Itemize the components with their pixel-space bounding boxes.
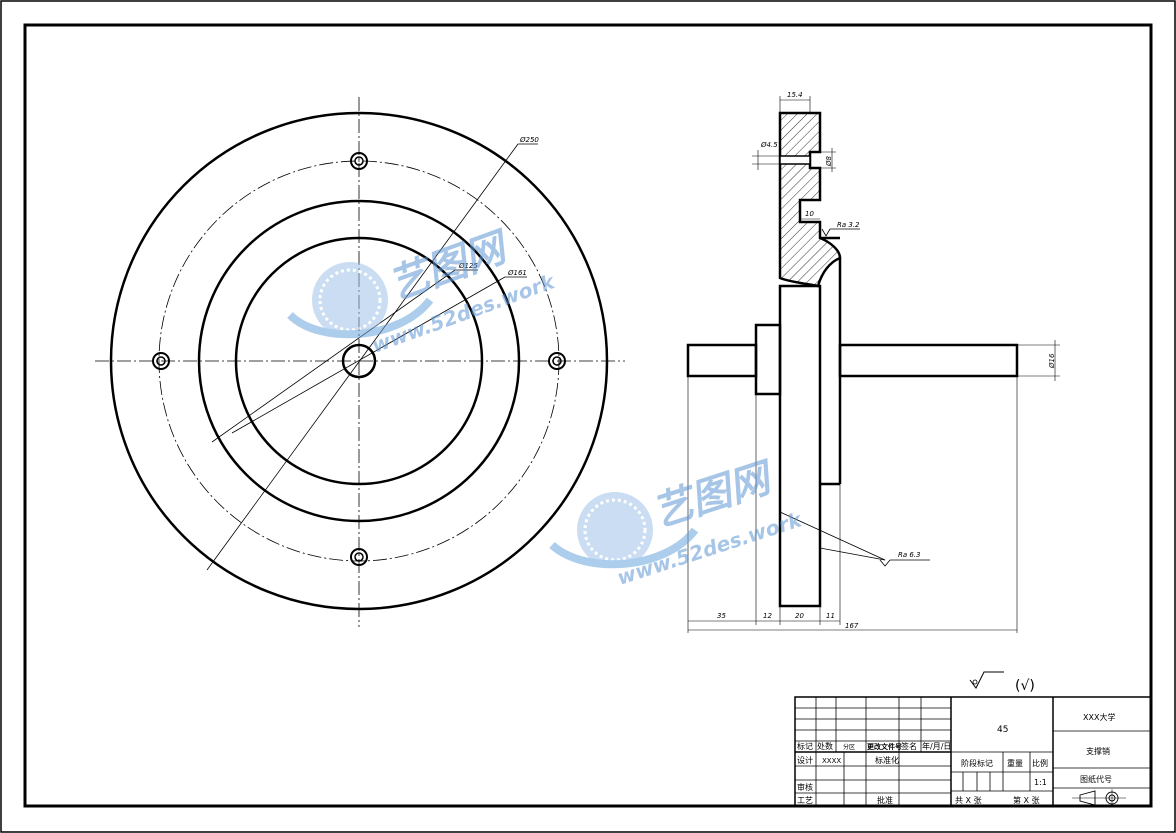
center-hole <box>341 343 377 379</box>
dim-d125: Ø125 <box>458 262 478 270</box>
surface-finish-note: (√) <box>969 671 1035 694</box>
design-value: XXXX <box>822 757 841 765</box>
weight-label: 重量 <box>1007 758 1023 768</box>
watermark-globe-icon <box>549 492 699 569</box>
hdr-change-doc: 更改文件号 <box>867 742 902 751</box>
sheet-number: 第 X 张 <box>1013 795 1040 805</box>
projection-symbol-icon <box>1072 789 1126 807</box>
dim-12: 12 <box>763 612 772 620</box>
process-label: 工艺 <box>797 796 813 805</box>
approve-label: 批准 <box>877 795 893 805</box>
hatched-section <box>778 111 842 288</box>
review-label: 审核 <box>797 782 813 792</box>
dim-11: 11 <box>826 612 835 620</box>
hdr-sign: 签名 <box>901 741 917 751</box>
outer-circle <box>109 111 609 611</box>
hdr-mark: 标记 <box>797 741 813 751</box>
svg-text:Ra 6.3: Ra 6.3 <box>898 551 921 559</box>
svg-text:Ra 3.2: Ra 3.2 <box>837 221 860 229</box>
front-view: Ø250 Ø125 Ø161 <box>95 97 625 627</box>
bolt-hole-top <box>350 152 368 170</box>
dim-d4-5: Ø4.5 <box>760 141 778 149</box>
design-label: 设计 <box>797 755 813 765</box>
hdr-zone: 分区 <box>843 743 855 751</box>
hub-inner-circle <box>234 236 484 486</box>
shaft-left <box>686 343 758 378</box>
sheet-inner-border <box>23 23 1153 808</box>
dim-d161: Ø161 <box>507 269 527 277</box>
watermark-lower: 艺图网 www.52des.work <box>549 454 806 590</box>
dim-d16: Ø16 <box>1048 353 1056 369</box>
bolt-hole-section <box>779 155 811 165</box>
disk-body <box>778 284 822 608</box>
part-name: 支撑销 <box>1086 746 1110 756</box>
dim-20: 20 <box>795 612 804 620</box>
roughness-ra3-2: Ra 3.2 <box>821 221 860 237</box>
standardize-label: 标准化 <box>875 755 899 765</box>
dim-d8: Ø8 <box>825 155 833 167</box>
title-block <box>794 696 1152 807</box>
leader-d250 <box>206 143 519 571</box>
shaft-right <box>838 343 1019 378</box>
bolt-hole-right <box>548 352 566 370</box>
hdr-count: 处数 <box>817 741 833 751</box>
hdr-date: 年/月/日 <box>922 741 951 751</box>
watermark-globe-icon <box>287 262 434 339</box>
dim-d250: Ø250 <box>519 136 539 144</box>
school-name: XXX大学 <box>1083 712 1115 722</box>
dim-35: 35 <box>717 612 726 620</box>
total-sheets: 共 X 张 <box>955 796 982 805</box>
stage-label: 阶段标记 <box>961 758 993 768</box>
scale-value: 1:1 <box>1034 778 1047 787</box>
bolt-hole-left <box>152 352 170 370</box>
leader-d125 <box>211 269 456 443</box>
scale-label: 比例 <box>1032 758 1048 768</box>
surface-note-paren: (√) <box>1015 678 1035 694</box>
leader-d161 <box>231 276 506 434</box>
dim-15-4: 15.4 <box>787 91 803 99</box>
material: 45 <box>997 725 1008 735</box>
dim-10: 10 <box>805 210 814 218</box>
section-view: 15.4 Ø4.5 Ø8 10 Ra 3.2 Ø16 Ra <box>686 91 1060 633</box>
bolt-hole-bottom <box>350 548 368 566</box>
dim-167: 167 <box>845 622 859 630</box>
hub-outer-circle <box>197 199 521 523</box>
roughness-ra6-3: Ra 6.3 <box>779 511 930 567</box>
watermark-upper: 艺图网 www.52des.work <box>287 223 559 358</box>
drawing-no-label: 图纸代号 <box>1080 774 1112 784</box>
boss <box>754 323 782 396</box>
